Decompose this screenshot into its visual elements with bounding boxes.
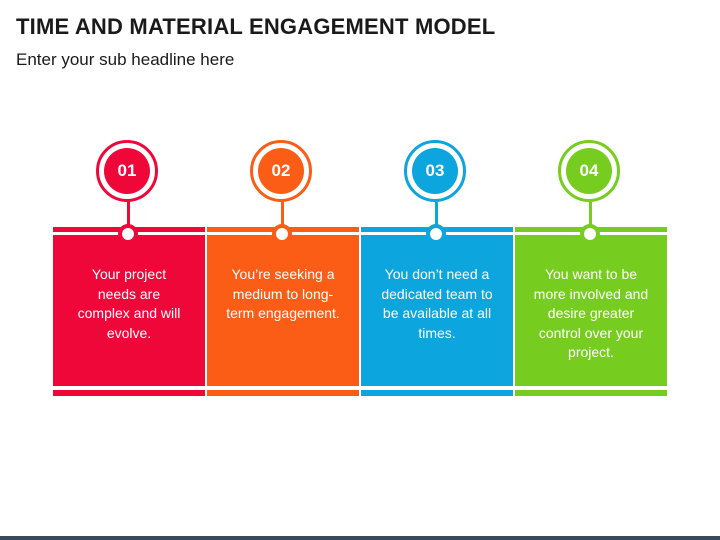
panel-bottom-bar [207,390,359,396]
connector-line [127,202,130,228]
step-panel: You want to be more involved and desire … [515,235,667,386]
step-panel: You’re seeking a medium to long-term eng… [207,235,359,386]
step-number-badge: 04 [558,140,620,202]
connector-dot [580,224,600,244]
footer-bar [0,536,720,540]
panel-bottom-bar [361,390,513,396]
page-title: TIME AND MATERIAL ENGAGEMENT MODEL [16,14,496,39]
panel-bottom-bar [53,390,205,396]
step-4: 04 You want to be more involved and desi… [515,140,667,400]
connector-line [435,202,438,228]
step-text: You don’t need a dedicated team to be av… [381,266,493,341]
step-text: You’re seeking a medium to long-term eng… [226,266,340,321]
connector-dot [272,224,292,244]
step-number-badge: 02 [250,140,312,202]
connector-dot [426,224,446,244]
page-subtitle: Enter your sub headline here [16,50,235,69]
step-number-badge: 01 [96,140,158,202]
step-number-badge: 03 [404,140,466,202]
connector-line [589,202,592,228]
step-1: 01 Your project needs are complex and wi… [53,140,205,400]
connector-dot [118,224,138,244]
step-text: You want to be more involved and desire … [533,266,649,360]
step-panel: Your project needs are complex and will … [53,235,205,386]
step-panel: You don’t need a dedicated team to be av… [361,235,513,386]
step-2: 02 You’re seeking a medium to long-term … [207,140,359,400]
step-number: 04 [566,148,612,194]
step-number: 03 [412,148,458,194]
panel-bottom-bar [515,390,667,396]
step-number: 01 [104,148,150,194]
connector-line [281,202,284,228]
step-3: 03 You don’t need a dedicated team to be… [361,140,513,400]
step-number: 02 [258,148,304,194]
step-text: Your project needs are complex and will … [77,266,181,341]
